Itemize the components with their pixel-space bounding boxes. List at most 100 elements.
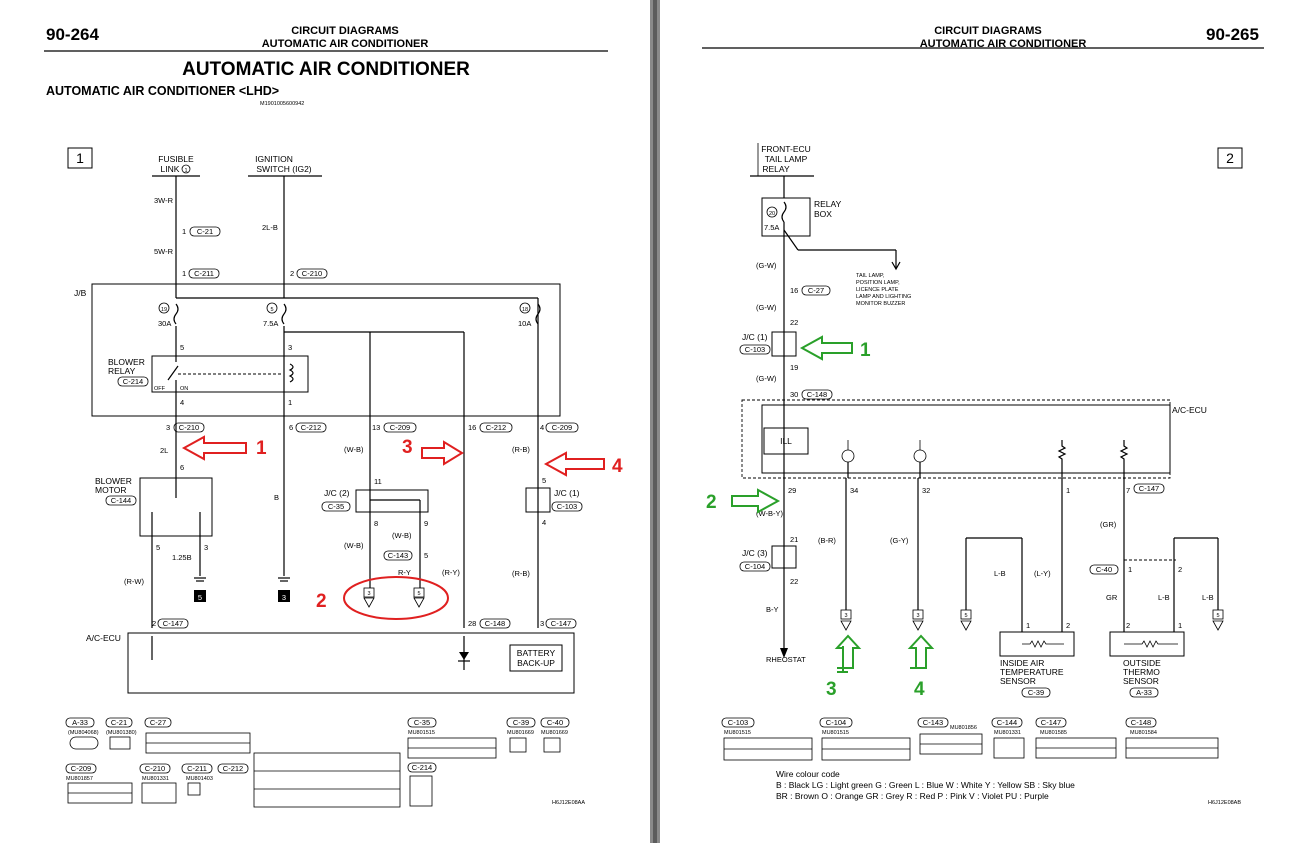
svg-text:5: 5: [270, 307, 273, 313]
rheostat-label: RHEOSTAT: [766, 655, 806, 664]
svg-text:2L-B: 2L-B: [262, 223, 278, 232]
red-annotation-1: 1: [256, 438, 267, 459]
svg-text:C-211: C-211: [187, 764, 207, 773]
svg-text:(W-B): (W-B): [392, 531, 412, 540]
jc3-label: J/C (3): [742, 548, 768, 558]
svg-text:(W-B-Y): (W-B-Y): [756, 509, 783, 518]
svg-text:1: 1: [184, 168, 187, 174]
fig-code-right: H6J12E08AB: [1208, 800, 1241, 806]
svg-text:MU801515: MU801515: [822, 730, 849, 736]
svg-text:2: 2: [290, 269, 294, 278]
svg-text:C-35: C-35: [414, 718, 430, 727]
svg-text:1: 1: [182, 227, 186, 236]
svg-text:C-214: C-214: [123, 377, 143, 386]
svg-text:3: 3: [288, 343, 292, 352]
ac-ecu-left: [127, 632, 575, 694]
svg-text:C-103: C-103: [728, 718, 748, 727]
svg-text:9: 9: [424, 519, 428, 528]
svg-text:2: 2: [152, 619, 156, 628]
svg-text:SENSOR: SENSOR: [1123, 676, 1159, 686]
svg-text:19: 19: [161, 307, 167, 313]
svg-text:1: 1: [1178, 621, 1182, 630]
svg-text:4: 4: [542, 518, 546, 527]
svg-text:7.5A: 7.5A: [764, 223, 779, 232]
blower-motor-label: BLOWER: [95, 476, 132, 486]
svg-text:(R-W): (R-W): [124, 577, 144, 586]
svg-text:MU801331: MU801331: [994, 730, 1021, 736]
blower-relay-label: BLOWER: [108, 357, 145, 367]
svg-text:30A: 30A: [158, 319, 171, 328]
svg-text:OFF: OFF: [154, 386, 166, 392]
svg-text:29: 29: [788, 486, 796, 495]
svg-text:28: 28: [468, 619, 476, 628]
svg-text:C-39: C-39: [513, 718, 529, 727]
red-arrow-4: [543, 451, 605, 477]
ac-ecu-label-right: A/C-ECU: [1172, 405, 1207, 415]
svg-text:A-33: A-33: [72, 718, 88, 727]
fusible-link-label: FUSIBLE: [158, 154, 194, 164]
svg-text:MU801584: MU801584: [1130, 730, 1157, 736]
svg-text:C-212: C-212: [301, 423, 321, 432]
svg-text:13: 13: [372, 423, 380, 432]
svg-text:LINK: LINK: [161, 164, 180, 174]
svg-text:GR: GR: [1106, 593, 1118, 602]
svg-text:21: 21: [790, 535, 798, 544]
svg-text:3W-R: 3W-R: [154, 196, 174, 205]
svg-text:C-40: C-40: [1096, 565, 1112, 574]
svg-text:2: 2: [1126, 621, 1130, 630]
svg-text:3: 3: [844, 613, 847, 619]
svg-text:POSITION LAMP,: POSITION LAMP,: [856, 280, 900, 286]
svg-text:19: 19: [790, 363, 798, 372]
ac-ecu-right: [761, 404, 1171, 474]
svg-text:(GR): (GR): [1100, 520, 1117, 529]
svg-text:5: 5: [964, 613, 967, 619]
svg-text:1: 1: [1066, 486, 1070, 495]
svg-text:7: 7: [1126, 486, 1130, 495]
svg-text:3: 3: [367, 591, 370, 597]
left-page: 90-264 CIRCUIT DIAGRAMS AUTOMATIC AIR CO…: [0, 0, 650, 843]
svg-text:L-B: L-B: [994, 569, 1006, 578]
svg-text:C-103: C-103: [557, 502, 577, 511]
svg-text:C-148: C-148: [485, 619, 505, 628]
svg-text:MU801403: MU801403: [186, 776, 213, 782]
ground-3: 3: [282, 593, 286, 602]
wire-colour-line2: BR : Brown O : Orange GR : Grey R : Red …: [776, 791, 1049, 801]
svg-text:3: 3: [540, 619, 544, 628]
relay-box-label: RELAY: [814, 199, 842, 209]
svg-text:8: 8: [374, 519, 378, 528]
svg-text:C-27: C-27: [150, 718, 166, 727]
right-page: CIRCUIT DIAGRAMS AUTOMATIC AIR CONDITION…: [660, 0, 1310, 843]
svg-text:11: 11: [374, 477, 382, 486]
svg-text:MU801515: MU801515: [724, 730, 751, 736]
page-divider: [650, 0, 660, 843]
tail-lamp-label: TAIL LAMP,: [856, 273, 885, 279]
svg-text:C-40: C-40: [547, 718, 563, 727]
svg-text:B-Y: B-Y: [766, 605, 779, 614]
svg-text:ON: ON: [180, 386, 188, 392]
svg-text:C-212: C-212: [486, 423, 506, 432]
svg-text:1: 1: [288, 398, 292, 407]
svg-text:BACK-UP: BACK-UP: [517, 658, 555, 668]
ill-label: ILL: [780, 436, 792, 446]
svg-text:C-147: C-147: [163, 619, 183, 628]
jc2-label: J/C (2): [324, 488, 350, 498]
svg-text:1: 1: [182, 269, 186, 278]
svg-text:1: 1: [1026, 621, 1030, 630]
header-line2-left: AUTOMATIC AIR CONDITIONER: [262, 38, 429, 50]
svg-text:MONITOR BUZZER: MONITOR BUZZER: [856, 301, 905, 307]
svg-text:C-210: C-210: [302, 269, 322, 278]
svg-text:C-147: C-147: [1139, 484, 1159, 493]
svg-text:TAIL LAMP: TAIL LAMP: [765, 154, 808, 164]
svg-text:C-147: C-147: [551, 619, 571, 628]
svg-text:4: 4: [180, 398, 184, 407]
junction-block: [91, 283, 561, 417]
svg-text:7.5A: 7.5A: [263, 319, 278, 328]
svg-text:3: 3: [204, 543, 208, 552]
sheet-number-left: 1: [76, 150, 84, 166]
svg-text:C-143: C-143: [923, 718, 943, 727]
svg-text:5: 5: [417, 591, 420, 597]
svg-text:MOTOR: MOTOR: [95, 485, 126, 495]
green-annotation-1: 1: [860, 340, 871, 361]
svg-text:C-144: C-144: [997, 718, 1017, 727]
svg-text:20: 20: [769, 211, 775, 217]
